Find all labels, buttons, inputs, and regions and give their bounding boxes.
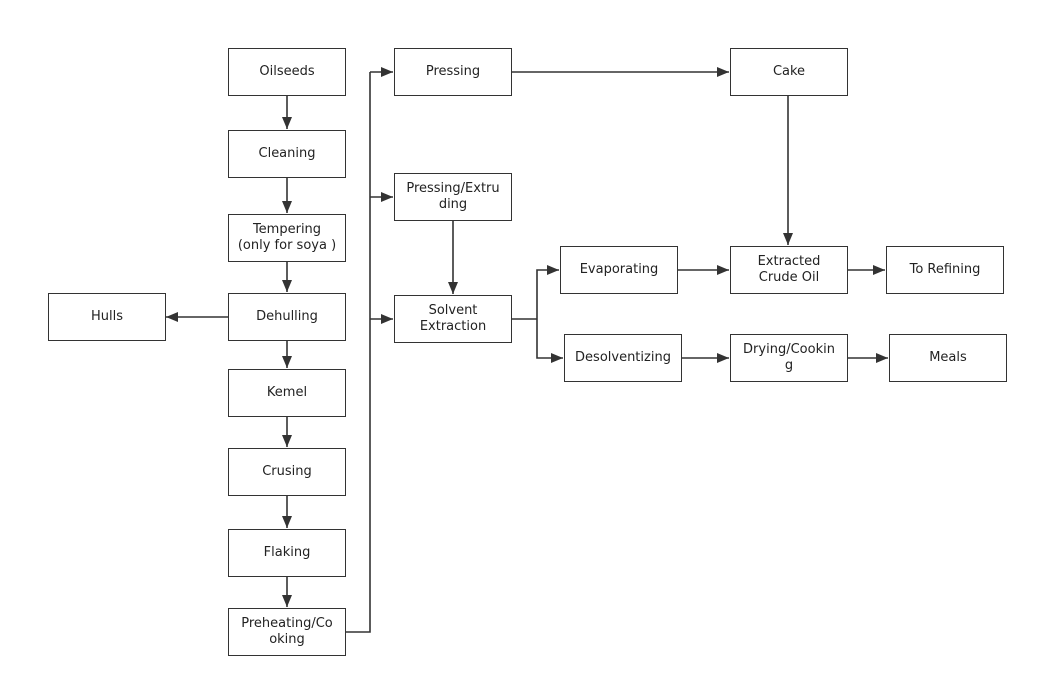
node-dehulling: Dehulling — [228, 293, 346, 341]
node-evaporating: Evaporating — [560, 246, 678, 294]
node-flaking: Flaking — [228, 529, 346, 577]
node-pressing: Pressing — [394, 48, 512, 96]
node-cleaning: Cleaning — [228, 130, 346, 178]
node-oilseeds: Oilseeds — [228, 48, 346, 96]
node-tempering: Tempering (only for soya ) — [228, 214, 346, 262]
node-hulls: Hulls — [48, 293, 166, 341]
connector-preheating-bus — [346, 72, 371, 633]
node-cake: Cake — [730, 48, 848, 96]
node-solvent-extraction: Solvent Extraction — [394, 295, 512, 343]
node-kemel: Kemel — [228, 369, 346, 417]
node-to-refining: To Refining — [886, 246, 1004, 294]
connector-solvent-evaporating — [536, 265, 559, 319]
node-crusing: Crusing — [228, 448, 346, 496]
node-desolventizing: Desolventizing — [564, 334, 682, 382]
connector-solvent-desolventizing — [536, 319, 563, 363]
node-extracted-crude-oil: Extracted Crude Oil — [730, 246, 848, 294]
node-pressing-extruding: Pressing/Extru ding — [394, 173, 512, 221]
node-drying-cooking: Drying/Cookin g — [730, 334, 848, 382]
node-meals: Meals — [889, 334, 1007, 382]
node-preheating-cooking: Preheating/Co oking — [228, 608, 346, 656]
